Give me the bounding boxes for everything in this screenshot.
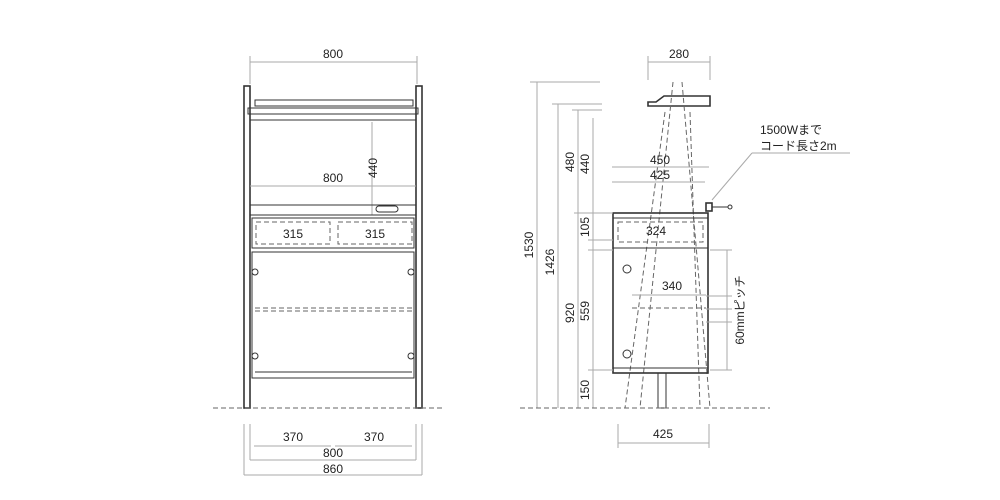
dim-shelf-height: 440	[366, 158, 380, 178]
hinge-icon	[622, 349, 632, 359]
top-shelf-side	[647, 95, 711, 107]
hinge-icon	[407, 268, 415, 276]
leg	[657, 372, 667, 409]
power-outlet	[375, 205, 399, 213]
dim-bottom-total: 860	[323, 462, 343, 476]
dim-shelf-depth: 280	[669, 47, 689, 61]
dim-depth-top: 450	[650, 153, 670, 167]
dim-total-height: 1530	[522, 231, 536, 258]
hinge-icon	[407, 352, 415, 360]
dim-upper-clear: 440	[578, 154, 592, 174]
dim-bottom-right: 370	[364, 430, 384, 444]
shelf-pitch-label: 60mmピッチ	[733, 275, 747, 344]
dim-drawer-depth: 324	[646, 224, 666, 238]
power-plug-icon	[705, 202, 733, 212]
drawer-left	[255, 221, 331, 245]
hinge-icon	[622, 264, 632, 274]
dim-bottom-depth: 425	[653, 427, 673, 441]
dim-upper-height: 480	[563, 152, 577, 172]
cord-length-label: コード長さ2m	[760, 139, 837, 153]
dim-door-height: 559	[578, 301, 592, 321]
cord-wattage-label: 1500Wまで	[760, 123, 822, 137]
side-view: 280 450 425 324 340 1500Wまで コード長さ2m 1530…	[520, 47, 850, 448]
dim-depth-inner: 425	[650, 168, 670, 182]
drawer-frame	[251, 217, 415, 249]
hinge-icon	[251, 268, 259, 276]
dim-lower-height: 920	[563, 303, 577, 323]
front-view: 800 440 800 315 315 370 370 800 860	[213, 47, 445, 476]
hinge-icon	[251, 352, 259, 360]
dim-drawer-right: 315	[365, 227, 385, 241]
right-post	[415, 85, 423, 409]
dim-drawer-height: 105	[578, 217, 592, 237]
counter-top	[249, 204, 417, 216]
dim-bottom-left: 370	[283, 430, 303, 444]
drawer-side	[617, 221, 704, 243]
dim-leg-height: 150	[578, 380, 592, 400]
door-area	[251, 251, 415, 379]
dim-drawer-left: 315	[283, 227, 303, 241]
dim-bottom-inner: 800	[323, 446, 343, 460]
dim-post-height: 1426	[543, 248, 557, 275]
dim-shelf-inner: 340	[662, 279, 682, 293]
dim-top-width: 800	[323, 47, 343, 61]
dim-counter-width: 800	[323, 171, 343, 185]
left-post	[243, 85, 251, 409]
top-shelf	[254, 99, 414, 107]
drawer-right	[337, 221, 413, 245]
